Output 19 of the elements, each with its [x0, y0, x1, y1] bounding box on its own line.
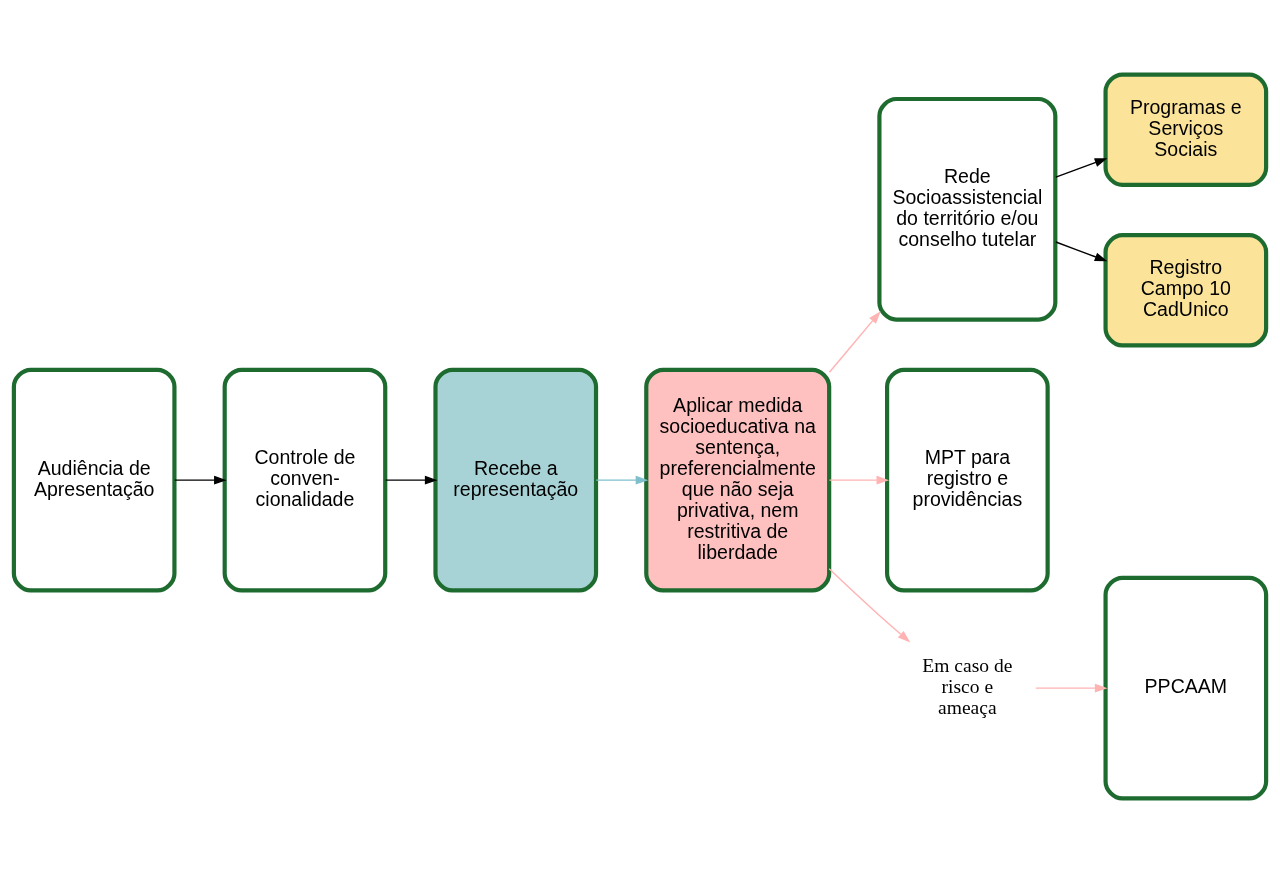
arrow — [828, 475, 890, 485]
node-box: Aplicar medida socioeducativa na sentença, preferencialmente que não seja privativa, nem restritiva de liberdade — [644, 367, 832, 593]
arrow — [1055, 241, 1108, 262]
arrow — [828, 311, 881, 373]
node-box: Rede Socioassistencial do território e/ou conselho tutelar — [877, 96, 1058, 322]
node-box: Controle de conven- cionalidade — [222, 367, 388, 593]
node-box: Audiência de Apresentação — [11, 367, 177, 593]
node-box: Recebe a representação — [433, 367, 599, 593]
arrow — [828, 568, 911, 643]
node-box: PPCAAM — [1103, 575, 1269, 801]
arrow — [384, 475, 438, 485]
node-box: Programas e Serviços Sociais — [1103, 72, 1269, 187]
node-box: Registro Campo 10 CadUnico — [1103, 233, 1269, 348]
arrow — [174, 475, 227, 485]
arrow — [595, 475, 649, 485]
node-text: Em caso de risco e ameaça — [922, 655, 1013, 719]
arrow — [1035, 683, 1108, 693]
arrow — [1055, 158, 1108, 178]
node-box: MPT para registro e providências — [885, 367, 1050, 593]
